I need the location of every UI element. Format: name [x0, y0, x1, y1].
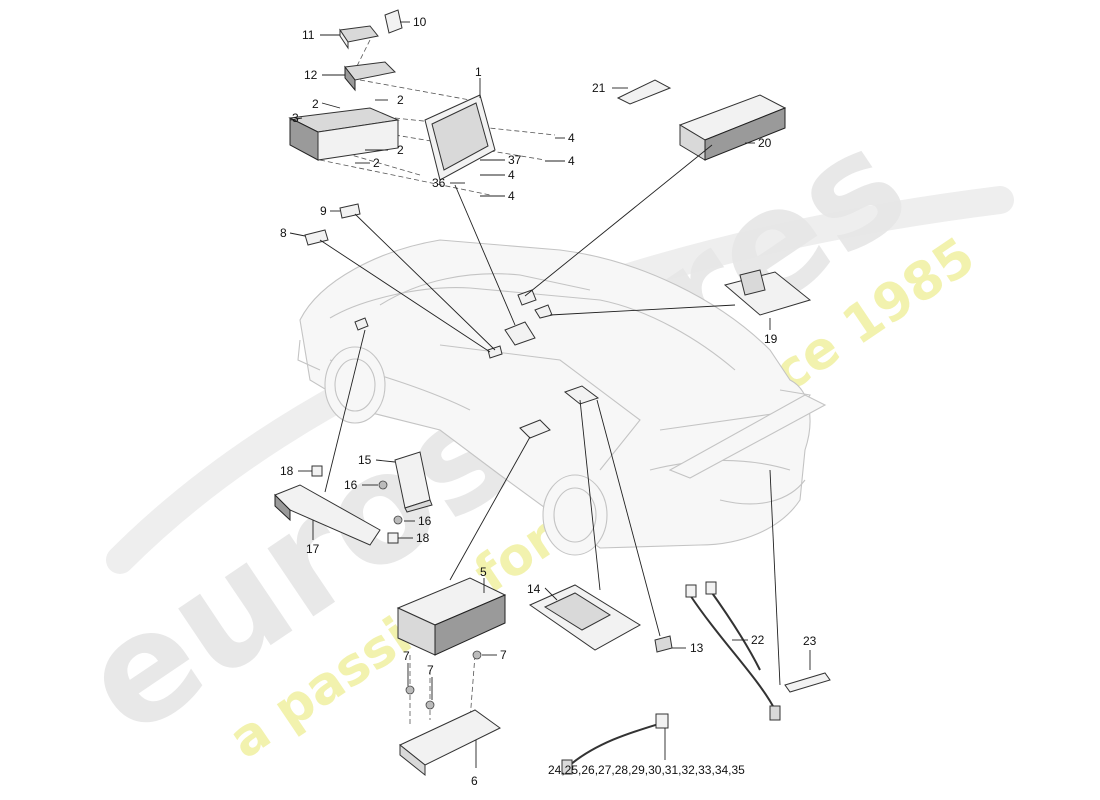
part-23: [784, 672, 831, 693]
callout-10: 10: [413, 15, 427, 29]
installed-modules: [354, 289, 600, 439]
part-5-control-unit: [396, 577, 507, 656]
callout-19: 19: [764, 332, 778, 346]
part-16-screw: [378, 480, 403, 525]
callout-7: 7: [427, 663, 434, 677]
callout-1: 1: [475, 65, 482, 79]
callout-2: 2: [397, 93, 404, 107]
callout-4: 4: [508, 189, 515, 203]
callout-12: 12: [304, 68, 318, 82]
callout-22: 22: [751, 633, 765, 647]
part-21: [616, 79, 672, 105]
callout-16: 16: [418, 514, 432, 528]
callout-15: 15: [358, 453, 372, 467]
callout-17: 17: [306, 542, 320, 556]
callout-36: 36: [432, 176, 446, 190]
callout-13: 13: [690, 641, 704, 655]
part-11: [339, 25, 379, 50]
callout-20: 20: [758, 136, 772, 150]
callout-7: 7: [500, 648, 507, 662]
callout-18: 18: [416, 531, 430, 545]
callout-14: 14: [527, 582, 541, 596]
callout-16: 16: [344, 478, 358, 492]
part-6-bracket: [399, 709, 501, 777]
callout-37: 37: [508, 153, 522, 167]
leader-lines: [289, 21, 811, 768]
part-15-module: [394, 451, 433, 513]
callout-11: 11: [302, 28, 315, 42]
callout-2: 2: [373, 156, 380, 170]
part-10: [384, 9, 403, 34]
callout-7: 7: [403, 649, 410, 663]
callout-9: 9: [320, 204, 327, 218]
callout-21: 21: [592, 81, 606, 95]
part-22-cable: [685, 581, 781, 721]
part-20-amplifier: [678, 94, 787, 161]
part-17-bracket: [274, 484, 381, 546]
part-1-display: [424, 94, 496, 181]
callout-2: 2: [312, 97, 319, 111]
callout-18: 18: [280, 464, 294, 478]
callout-6: 6: [471, 774, 478, 788]
callout-4: 4: [568, 131, 575, 145]
part-24-cable: [561, 713, 669, 775]
callout-labels: 1 2 2 2 2 3 4 4 4 4 5 6 7 7 7 8 9 10 11 …: [280, 15, 817, 788]
part-7-nut: [405, 650, 482, 710]
callout-4: 4: [508, 168, 515, 182]
callout-5: 5: [480, 565, 487, 579]
callout-4: 4: [568, 154, 575, 168]
callout-3: 3: [292, 111, 299, 125]
callout-8: 8: [280, 226, 287, 240]
part-14-tray: [528, 584, 641, 651]
callout-2: 2: [397, 143, 404, 157]
callout-24-35: 24,25,26,27,28,29,30,31,32,33,34,35: [548, 763, 745, 777]
part-12: [344, 61, 397, 92]
part-19: [723, 269, 812, 316]
part-13: [654, 635, 673, 653]
part-3-radio: [288, 107, 400, 161]
car-outline: [297, 239, 827, 556]
callout-23: 23: [803, 634, 817, 648]
